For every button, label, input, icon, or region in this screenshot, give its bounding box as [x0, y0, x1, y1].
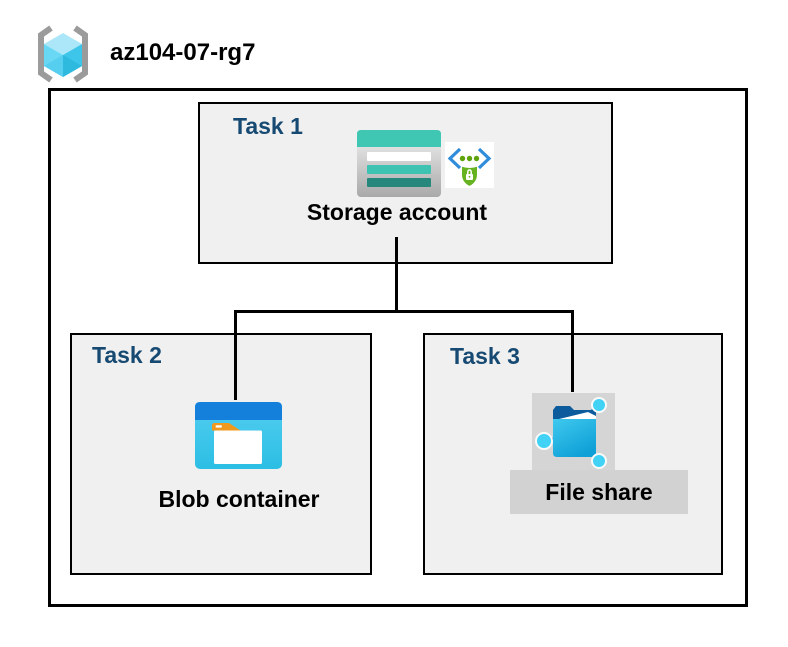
task1-resource-label: Storage account	[306, 199, 488, 225]
connector-branch-horizontal	[234, 310, 574, 313]
resource-group-title: az104-07-rg7	[110, 39, 256, 66]
task2-label: Task 2	[92, 342, 162, 368]
task2-box: Task 2 Blob container	[70, 333, 372, 575]
task3-resource-label: File share	[545, 478, 653, 505]
connector-storage-to-branch	[395, 237, 398, 313]
sas-lock-icon	[445, 142, 494, 188]
file-share-icon-background	[532, 393, 615, 470]
file-share-icon	[532, 393, 615, 470]
task3-label: Task 3	[450, 343, 520, 369]
connector-branch-to-fileshare	[571, 310, 574, 392]
resource-group-icon	[33, 24, 93, 84]
connector-branch-to-blob	[234, 310, 237, 400]
file-share-label-background: File share	[510, 470, 688, 514]
task2-resource-label: Blob container	[158, 486, 320, 512]
task1-label: Task 1	[233, 113, 303, 139]
storage-account-icon	[357, 130, 441, 197]
task1-box: Task 1	[198, 102, 613, 264]
blob-container-icon	[195, 402, 282, 469]
